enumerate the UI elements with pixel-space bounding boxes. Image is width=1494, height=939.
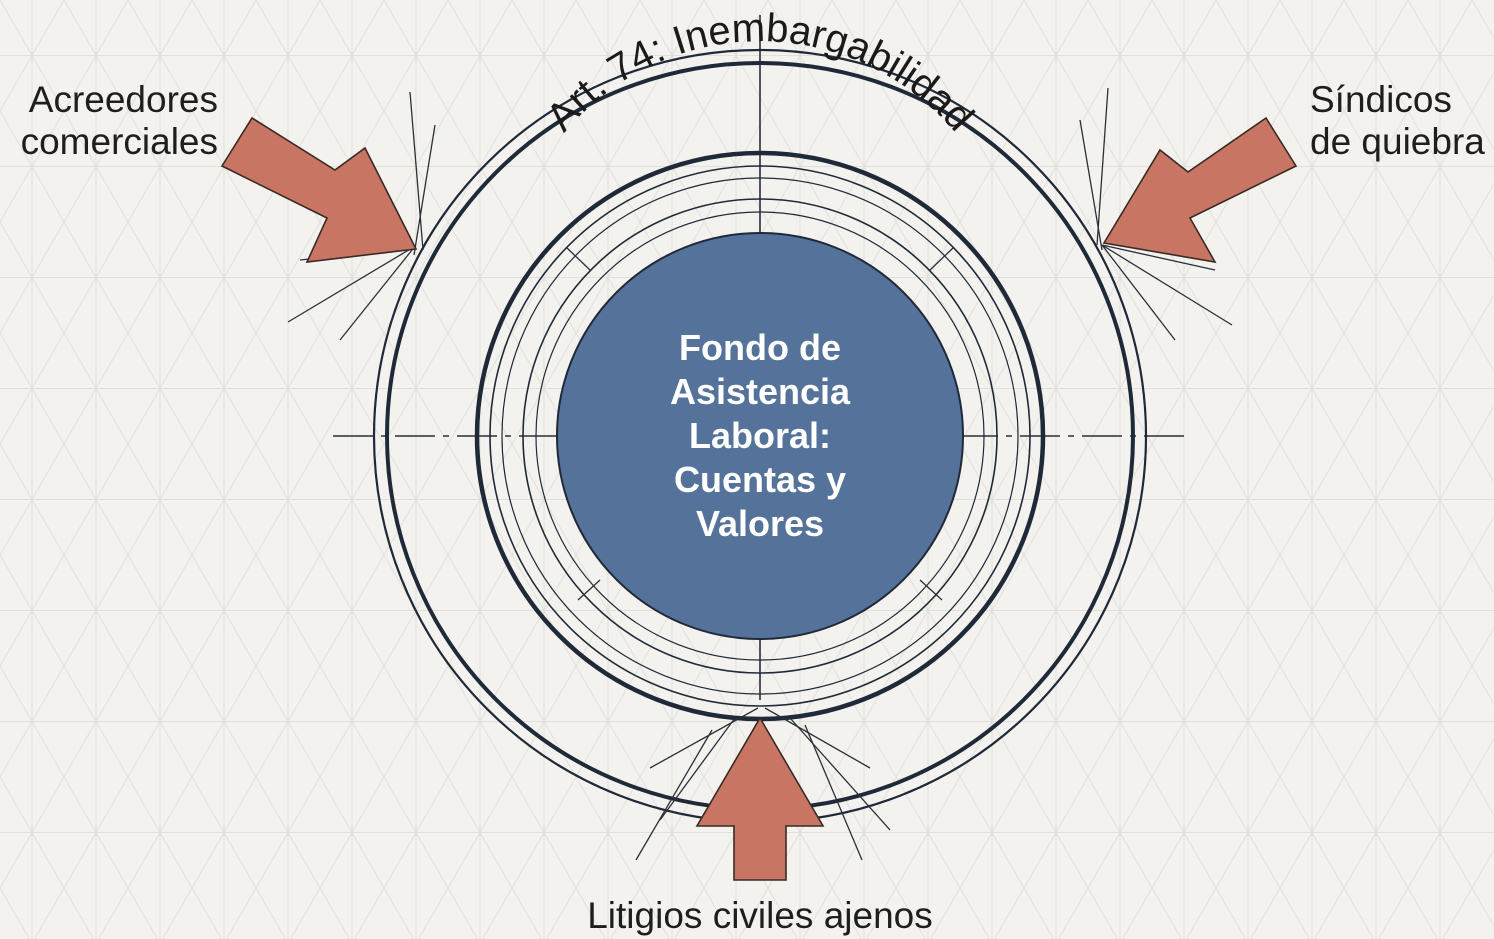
core-line-2: Asistencia	[670, 371, 851, 412]
center-axes	[333, 15, 1185, 700]
arrow-bottom	[695, 716, 825, 881]
label-bankruptcy-trustees: Síndicos de quiebra	[1310, 79, 1494, 163]
label-commercial-creditors: Acreedores comerciales	[18, 79, 218, 163]
ring-ticks	[565, 246, 955, 601]
pressure-arrows	[220, 116, 1298, 881]
core-line-4: Cuentas y	[674, 459, 846, 500]
core-disc	[556, 232, 964, 640]
label-bottom-line-1: Litigios civiles ajenos	[587, 895, 933, 936]
core-line-5: Valores	[696, 503, 824, 544]
label-civil-litigation: Litigios civiles ajenos	[560, 895, 960, 937]
arrow-right	[1102, 116, 1298, 264]
label-right-line-1: Síndicos	[1310, 79, 1452, 120]
label-left-line-2: comerciales	[20, 121, 218, 162]
core-line-1: Fondo de	[679, 327, 841, 368]
label-right-line-2: de quiebra	[1310, 121, 1485, 162]
label-left-line-1: Acreedores	[28, 79, 218, 120]
arrow-left	[220, 116, 418, 263]
core-line-3: Laboral:	[689, 415, 831, 456]
core-label: Fondo de Asistencia Laboral: Cuentas y V…	[670, 327, 851, 544]
